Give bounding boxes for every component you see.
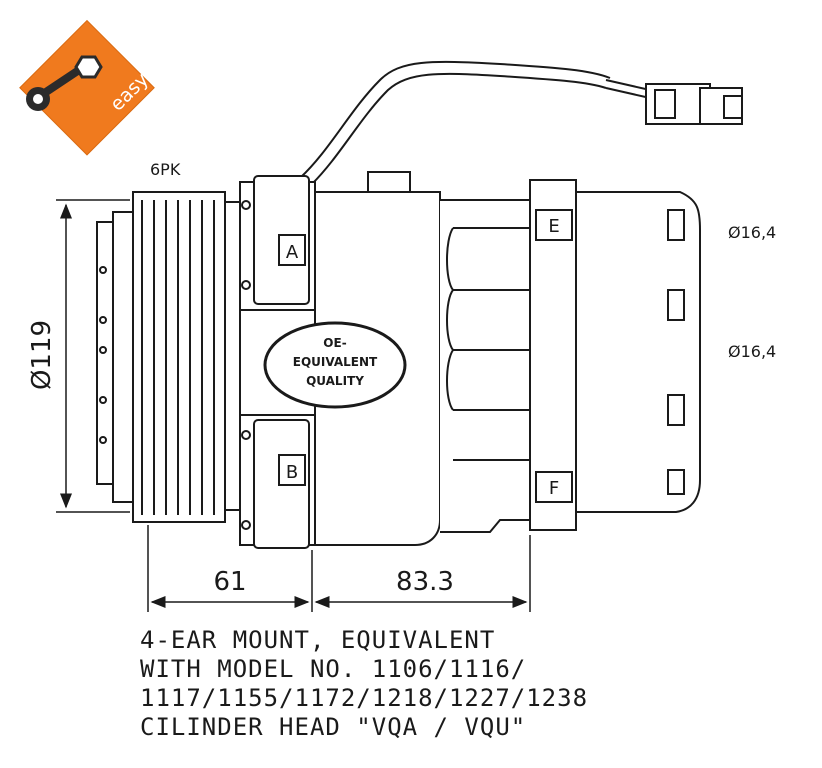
- wrench-icon: [26, 55, 103, 111]
- belt-label: 6PK: [150, 160, 181, 179]
- spec-notes: 4-EAR MOUNT, EQUIVALENT WITH MODEL NO. 1…: [140, 626, 810, 742]
- pulley-diameter-label: Ø119: [27, 320, 57, 390]
- front-housing: [239, 175, 316, 549]
- pulley: [96, 191, 241, 523]
- dim-left-value: 61: [213, 567, 246, 597]
- port-a-label: A: [286, 242, 299, 263]
- note-line: WITH MODEL NO. 1106/1116/: [140, 655, 527, 683]
- oe-line1: OE-: [323, 336, 346, 350]
- port-b-label: B: [286, 462, 298, 483]
- port-top-diameter: Ø16,4: [728, 223, 776, 242]
- port-bottom-diameter: Ø16,4: [728, 342, 776, 361]
- port-b-box: [278, 454, 306, 486]
- body-nut: [367, 171, 411, 193]
- port-e-box: [535, 209, 573, 241]
- port-a-box: [278, 234, 306, 266]
- port-e-label: E: [548, 216, 559, 237]
- oe-quality-seal: OE- EQUIVALENT QUALITY: [263, 321, 407, 409]
- oe-line3: QUALITY: [306, 374, 364, 388]
- port-f-box: [535, 471, 573, 503]
- note-line: 4-EAR MOUNT, EQUIVALENT: [140, 626, 496, 654]
- dim-right-value: 83.3: [396, 567, 454, 597]
- dimension-lines: [56, 199, 531, 612]
- easyfit-badge: easyfit: [19, 19, 167, 156]
- note-line: 1117/1155/1172/1218/1227/1238: [140, 684, 589, 712]
- wire-harness: [299, 60, 743, 185]
- oe-line2: EQUIVALENT: [293, 355, 378, 369]
- note-line: CILINDER HEAD "VQA / VQU": [140, 713, 527, 741]
- port-f-label: F: [549, 478, 559, 499]
